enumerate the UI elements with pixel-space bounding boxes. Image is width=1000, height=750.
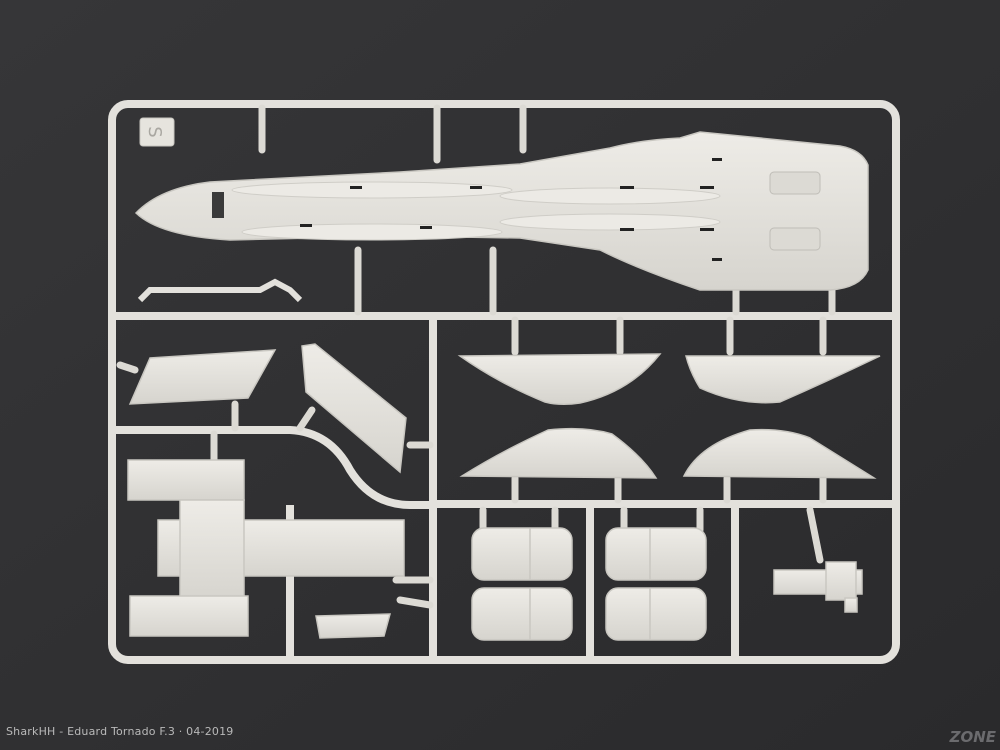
- watermark-logo: ZONE: [949, 728, 997, 746]
- fuselage-part: [134, 131, 869, 291]
- small-part-rod: [137, 278, 303, 303]
- photo-caption: SharkHH - Eduard Tornado F.3 · 04-2019: [6, 725, 233, 738]
- sprue-gates: [116, 104, 836, 609]
- small-assembly-part: [773, 561, 863, 613]
- sprue-letter-tab: S: [139, 117, 175, 147]
- sprue-frame: [108, 100, 900, 664]
- sprue-letter: S: [144, 126, 165, 137]
- fuselage-lower-parts: [127, 459, 405, 639]
- tailplane-parts: [457, 353, 881, 479]
- cylinder-parts: [471, 527, 707, 641]
- fin-parts: [128, 343, 407, 474]
